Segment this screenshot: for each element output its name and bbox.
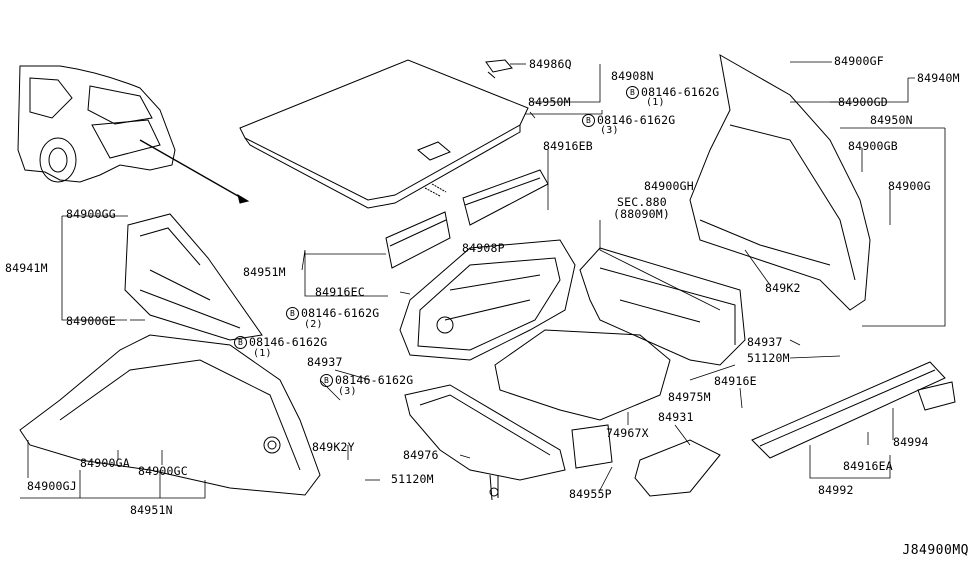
label-84908n: 84908N: [611, 69, 654, 83]
label-84900gb: 84900GB: [848, 139, 898, 153]
label-84940m: 84940M: [917, 71, 960, 85]
bolt-part: 08146-6162G: [301, 306, 380, 320]
bolt-symbol: B: [582, 114, 595, 127]
label-84916ea: 84916EA: [843, 459, 893, 473]
mat-84931: [634, 439, 721, 497]
label-84900gg: 84900GG: [66, 207, 116, 221]
rear-floor-panel: [579, 247, 746, 366]
clip-84986q: [485, 59, 513, 79]
label-51120m-right: 51120M: [747, 351, 790, 365]
leader-lines: [20, 61, 946, 499]
label-84994: 84994: [893, 435, 929, 449]
label-84908p: 84908P: [462, 241, 505, 255]
label-84916eb: 84916EB: [543, 139, 593, 153]
label-84900ga: 84900GA: [80, 456, 130, 470]
label-84900gj: 84900GJ: [27, 479, 77, 493]
right-side-trim: [689, 54, 871, 311]
label-84950m: 84950M: [528, 95, 571, 109]
bolt-symbol: B: [320, 374, 333, 387]
luggage-board: [239, 59, 529, 209]
cover-plate: [571, 424, 613, 469]
label-84941m: 84941M: [5, 261, 48, 275]
bolt-qty-3: (3): [600, 125, 619, 136]
label-84900ge: 84900GE: [66, 314, 116, 328]
label-84900g: 84900G: [888, 179, 931, 193]
label-sec880: SEC.880: [617, 195, 667, 209]
label-84955p: 84955P: [569, 487, 612, 501]
label-sec880-sub: (88090M): [613, 207, 670, 221]
label-84937-right: 84937: [747, 335, 783, 349]
bolt-symbol: B: [286, 307, 299, 320]
label-849k2y: 849K2Y: [312, 440, 355, 454]
bolt-symbol: B: [234, 336, 247, 349]
bolt-part: 08146-6162G: [597, 113, 676, 127]
bolt-part: 08146-6162G: [249, 335, 328, 349]
label-84986q: 84986Q: [529, 57, 572, 71]
vehicle-illustration: [17, 65, 250, 204]
bolt-symbol: B: [626, 86, 639, 99]
floor-mat: [494, 329, 671, 421]
label-84916e: 84916E: [714, 374, 757, 388]
bolt-qty-1: (1): [253, 348, 272, 359]
label-84937-left: 84937: [307, 355, 343, 369]
label-84900gh: 84900GH: [644, 179, 694, 193]
label-84950n: 84950N: [870, 113, 913, 127]
label-84976: 84976: [403, 448, 439, 462]
left-upper-trim: [124, 213, 263, 341]
label-84951n: 84951N: [130, 503, 173, 517]
trunk-floor-box: [399, 239, 576, 361]
label-84931: 84931: [658, 410, 694, 424]
label-84900gd: 84900GD: [838, 95, 888, 109]
bolt-part: 08146-6162G: [335, 373, 414, 387]
label-51120m-left: 51120M: [391, 472, 434, 486]
label-84951m: 84951M: [243, 265, 286, 279]
storage-box: [404, 384, 566, 501]
label-84916ec: 84916EC: [315, 285, 365, 299]
label-84900gf: 84900GF: [834, 54, 884, 68]
bolt-qty-4: (2): [304, 319, 323, 330]
bolt-qty-5: (3): [338, 386, 357, 397]
label-84992: 84992: [818, 483, 854, 497]
left-lower-trim: [19, 334, 321, 496]
diagram-reference-id: J84900MQ: [902, 543, 969, 558]
label-84900gc: 84900GC: [138, 464, 188, 478]
kicking-plate: [751, 361, 956, 459]
bolt-qty-2: (1): [646, 97, 665, 108]
label-84975m: 84975M: [668, 390, 711, 404]
bolt-part: 08146-6162G: [641, 85, 720, 99]
label-849k2: 849K2: [765, 281, 801, 295]
label-74967x: 74967X: [606, 426, 649, 440]
